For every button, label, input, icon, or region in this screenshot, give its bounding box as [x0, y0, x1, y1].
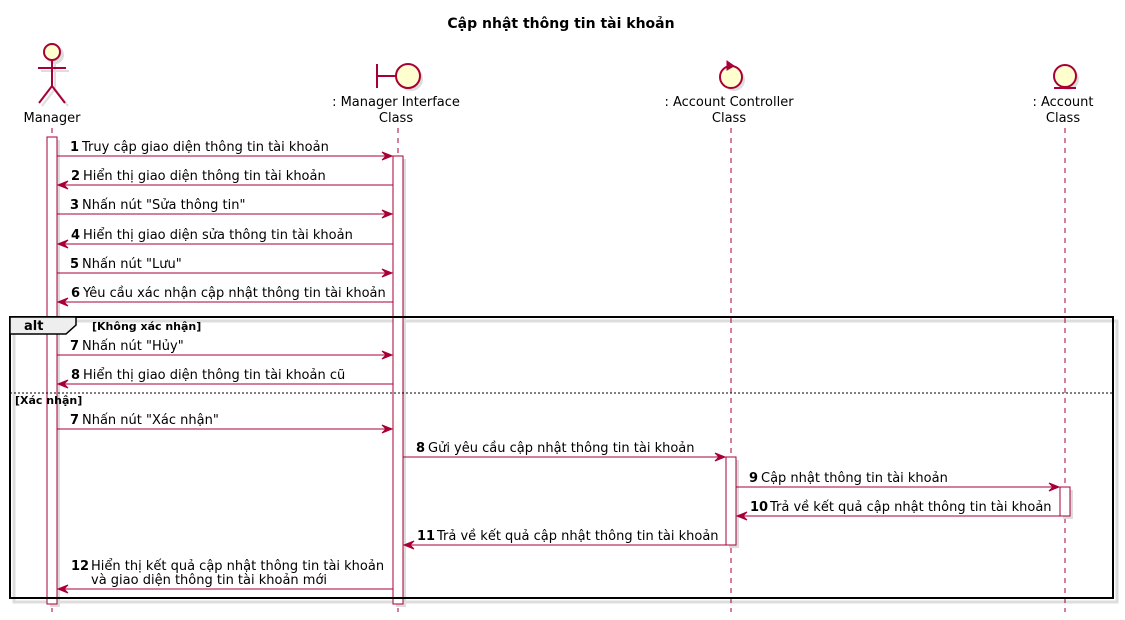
message-number: 3: [70, 198, 79, 213]
message-label: Yêu cầu xác nhận cập nhật thông tin tài …: [82, 286, 386, 301]
control-circle: [719, 65, 743, 89]
diagram-title: Cập nhật thông tin tài khoản: [447, 16, 674, 32]
message-arrowhead: [1048, 482, 1061, 492]
message-label: Nhấn nút "Hủy": [82, 339, 184, 354]
participant-label: : Account: [1032, 95, 1093, 110]
control-arrowhead: [726, 60, 735, 71]
participant-label: Class: [712, 111, 746, 126]
message-number: 9: [749, 471, 758, 486]
message-number: 8: [416, 441, 425, 456]
participant-label: : Manager Interface: [332, 95, 460, 110]
message-arrowhead: [381, 209, 394, 219]
message-number: 1: [70, 140, 79, 155]
message-label: Hiển thị kết quả cập nhật thông tin tài …: [91, 559, 384, 574]
message-arrowhead: [56, 297, 69, 307]
message-number: 5: [70, 257, 79, 272]
actor-icon: [38, 43, 69, 107]
message-arrowhead: [381, 151, 394, 161]
message-label: Hiển thị giao diện thông tin tài khoản c…: [83, 368, 345, 383]
entity-icon: [1053, 64, 1079, 90]
message-number: 6: [71, 286, 80, 301]
message-arrowhead: [381, 268, 394, 278]
message-arrowhead: [56, 239, 69, 249]
boundary-circle: [395, 63, 421, 89]
message-arrowhead: [56, 584, 69, 594]
message-arrowhead: [735, 511, 748, 521]
message-number: 10: [750, 500, 768, 515]
message-number: 4: [71, 228, 80, 243]
message-label: và giao diện thông tin tài khoản mới: [91, 573, 327, 588]
boundary-icon: [376, 63, 423, 91]
message-label: Nhấn nút "Lưu": [82, 257, 182, 272]
message-label: Nhấn nút "Xác nhận": [82, 413, 219, 428]
participant-label: Manager: [24, 111, 82, 126]
actor-head: [43, 43, 61, 61]
message-number: 7: [70, 413, 79, 428]
message-arrowhead: [381, 350, 394, 360]
alt-guard-1: [Không xác nhận]: [92, 320, 201, 333]
control-icon: [719, 60, 745, 91]
message-arrowhead: [402, 540, 415, 550]
message-number: 11: [417, 529, 435, 544]
activation-bar-ui: [392, 155, 404, 605]
activation-bar-acct: [1059, 486, 1071, 517]
actor-body: [38, 60, 66, 104]
message-label: Trả về kết quả cập nhật thông tin tài kh…: [436, 529, 719, 544]
message-label: Gửi yêu cầu cập nhật thông tin tài khoản: [428, 441, 695, 456]
alt-operator-tab: [9, 316, 77, 335]
message-number: 2: [71, 169, 80, 184]
message-arrowhead: [714, 452, 727, 462]
message-number: 12: [71, 559, 89, 574]
alt-operator-label: alt: [24, 319, 43, 334]
message-label: Truy cập giao diện thông tin tài khoản: [81, 140, 329, 155]
message-label: Trả về kết quả cập nhật thông tin tài kh…: [769, 500, 1052, 515]
participant-label: Class: [1046, 111, 1080, 126]
message-arrowhead: [56, 180, 69, 190]
participant-label: Class: [379, 111, 413, 126]
message-arrowhead: [381, 424, 394, 434]
entity-circle: [1053, 64, 1077, 88]
alt-fragment-shadow: [12, 319, 1119, 604]
message-label: Hiển thị giao diện thông tin tài khoản: [83, 169, 326, 184]
activation-bar-manager: [46, 136, 58, 605]
message-label: Hiển thị giao diện sửa thông tin tài kho…: [83, 228, 353, 243]
alt-fragment: [9, 316, 1114, 599]
activation-bar-ctrl: [725, 456, 737, 546]
alt-guard-2: [Xác nhận]: [15, 394, 82, 407]
message-label: Nhấn nút "Sửa thông tin": [82, 198, 245, 213]
message-number: 7: [70, 339, 79, 354]
message-number: 8: [71, 368, 80, 383]
message-arrowhead: [56, 379, 69, 389]
participant-label: : Account Controller: [664, 95, 794, 110]
message-label: Cập nhật thông tin tài khoản: [761, 471, 948, 486]
